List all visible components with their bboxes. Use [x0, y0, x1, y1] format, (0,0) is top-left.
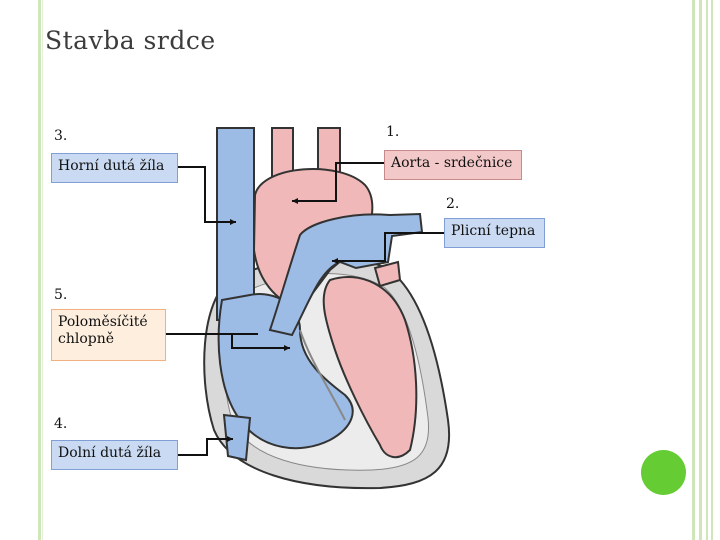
label-polomesicite-chlopne: Poloměsíčité chlopně	[51, 309, 166, 361]
right-heart-chambers	[217, 293, 354, 450]
arrowhead-dolni-duta-zila	[227, 436, 233, 442]
connector-horni-duta-zila	[178, 166, 236, 223]
label-number-5: 5.	[54, 287, 68, 303]
label-horni-duta-zila: Horní dutá žíla	[51, 153, 178, 183]
label-dolni-duta-zila: Dolní dutá žíla	[51, 440, 178, 470]
label-aorta: Aorta - srdečnice	[384, 150, 522, 180]
slide-frame-right-4	[711, 0, 713, 540]
label-number-1: 1.	[386, 124, 400, 140]
connector-dolni-duta-zila	[178, 438, 233, 456]
label-number-2: 2.	[446, 196, 460, 212]
slide-title: Stavba srdce	[45, 26, 216, 55]
left-heart-chambers	[322, 275, 418, 459]
arrowhead-horni-duta-zila	[230, 219, 236, 225]
slide-frame-left-inner	[42, 0, 43, 540]
label-number-3: 3.	[54, 128, 68, 144]
slide-frame-left	[38, 0, 41, 540]
pulmonary-vein-upper	[373, 260, 402, 288]
septum	[299, 329, 346, 421]
arrowhead-aorta	[292, 198, 298, 204]
arrowhead-plicni-tepna	[332, 258, 338, 264]
arrowhead-chlopne	[284, 345, 290, 351]
label-polomesicite-line1: Poloměsíčité	[58, 314, 148, 330]
slide-frame-right-1	[692, 0, 695, 540]
connector-plicni-tepna	[332, 232, 444, 262]
superior-vena-cava	[216, 127, 255, 321]
label-polomesicite-line2: chlopně	[58, 331, 115, 347]
connector-chlopne-2	[166, 333, 290, 349]
inferior-vena-cava	[222, 413, 252, 462]
slide-frame-right-3	[706, 0, 708, 540]
label-number-4: 4.	[54, 416, 68, 432]
label-plicni-tepna: Plicní tepna	[444, 218, 545, 248]
connector-aorta	[292, 162, 384, 202]
green-circle-decoration	[641, 450, 686, 495]
slide-frame-right-2	[699, 0, 702, 540]
